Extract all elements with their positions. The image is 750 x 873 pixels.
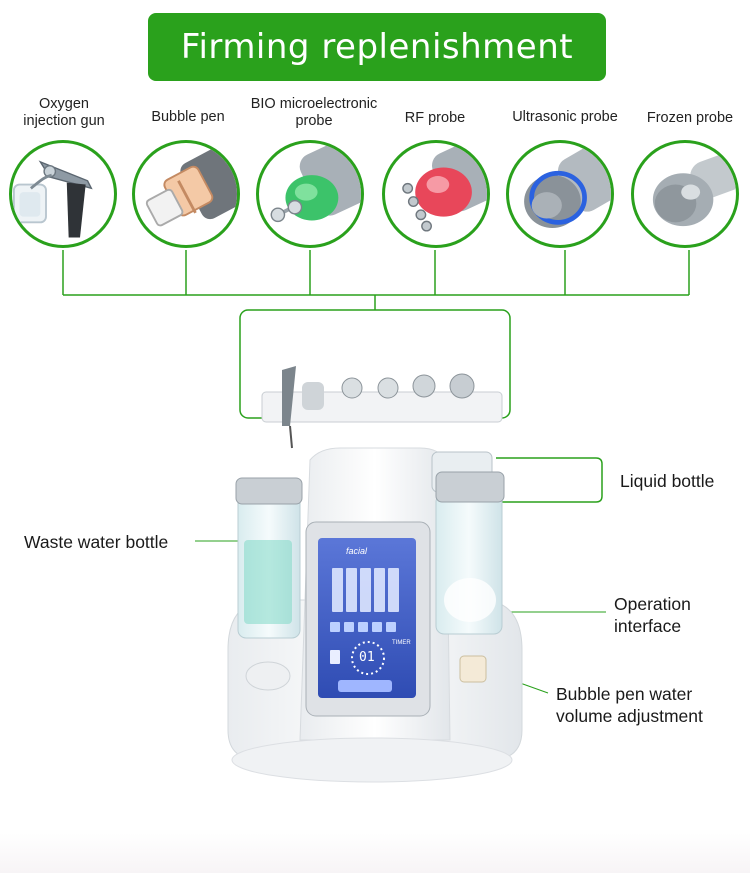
callout-operation-interface-line2: interface (614, 616, 682, 636)
screen-bars (332, 568, 399, 612)
rf-probe-icon (402, 143, 487, 232)
probe-label-text: Ultrasonic probe (512, 109, 618, 125)
probe-label-text: Frozen probe (646, 110, 734, 126)
probe-label-ultrasonic-probe: Ultrasonic probe (500, 109, 630, 126)
probe-label-text: Bubble pen (151, 109, 225, 125)
probe-label-text: RF probe (404, 110, 466, 126)
probe-label-oxygen-gun: Oxygen injection gun (18, 96, 110, 130)
callout-liquid-bottle: Liquid bottle (620, 471, 715, 491)
oxygen-gun-image (9, 140, 117, 248)
probe-holder-probes (302, 373, 475, 410)
probe-label-bubble-pen: Bubble pen (140, 109, 236, 126)
oxygen-gun-icon (12, 160, 93, 238)
ultrasonic-probe-image (506, 140, 614, 248)
screen-timer-value: 01 (359, 650, 375, 665)
page-title: Firming replenishment (180, 27, 574, 67)
title-banner: Firming replenishment (148, 13, 606, 81)
bottom-fade (0, 833, 750, 873)
probe-label-bio-probe: BIO microelectronic probe (244, 96, 384, 130)
probe-label-rf-probe: RF probe (392, 110, 478, 127)
screen-timer-label: TIMER (392, 640, 411, 646)
screen-brand: facial (346, 546, 368, 556)
callout-bubble-pen-line2: volume adjustment (556, 706, 703, 726)
probe-label-text: Oxygen injection gun (23, 96, 105, 129)
callout-bubble-pen-line1: Bubble pen water (556, 684, 693, 704)
callout-waste-water-bottle: Waste water bottle (24, 532, 169, 552)
callout-operation-interface-line1: Operation (614, 594, 691, 614)
ultrasonic-probe-icon (524, 143, 611, 228)
rf-probe-image (382, 140, 490, 248)
probe-label-text: BIO microelectronic probe (250, 96, 378, 129)
probe-label-frozen-probe: Frozen probe (638, 110, 742, 127)
